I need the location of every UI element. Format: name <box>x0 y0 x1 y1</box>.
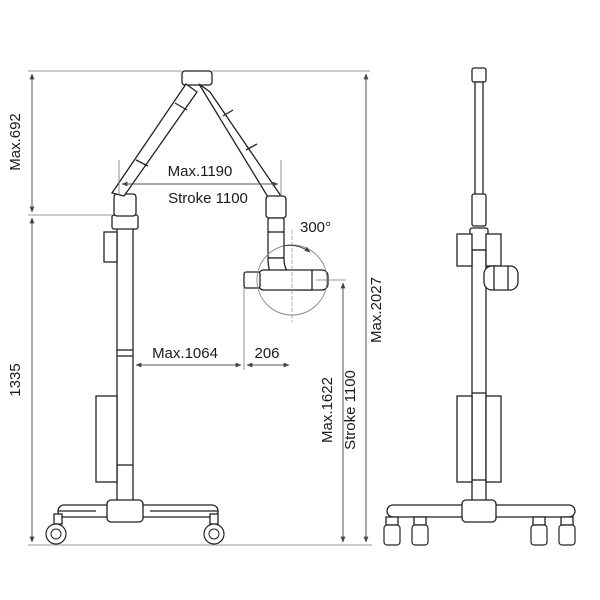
label-max-1190: Max.1190 <box>168 163 233 180</box>
side-caster-1 <box>383 524 401 546</box>
column-collar <box>111 214 139 230</box>
caster-right-wheel <box>203 523 225 545</box>
side-top-cap <box>471 67 487 83</box>
top-hinge <box>181 70 213 86</box>
side-panel-lower-right <box>485 395 502 483</box>
side-panel-upper-left <box>456 233 473 267</box>
caster-right-fork <box>209 513 219 525</box>
side-base-hub <box>461 499 497 523</box>
side-caster-2-top <box>413 516 427 526</box>
label-max-1064: Max.1064 <box>152 345 218 362</box>
left-arm <box>110 83 198 197</box>
base-hub <box>106 499 144 523</box>
side-collar <box>469 227 489 251</box>
collimator <box>243 271 261 289</box>
side-view <box>383 67 576 546</box>
side-caster-3-top <box>532 516 546 526</box>
label-rotation: 300° <box>300 219 331 236</box>
side-caster-4 <box>558 524 576 546</box>
label-max-2027: Max.2027 <box>368 277 385 343</box>
side-joint <box>471 193 487 227</box>
label-max-692: Max.692 <box>7 113 24 171</box>
label-206: 206 <box>254 345 279 362</box>
side-caster-1-top <box>385 516 399 526</box>
lower-panel <box>95 395 118 483</box>
front-view <box>45 70 329 545</box>
label-1335: 1335 <box>7 363 24 396</box>
dimensions: Max.692 1335 Max.1190 Stroke 1100 300° M… <box>7 70 385 546</box>
side-upper-arm <box>474 81 484 196</box>
side-panel-lower-left <box>456 395 473 483</box>
side-panel-upper-right <box>485 233 502 267</box>
caster-left-wheel <box>45 523 67 545</box>
arm-joint-right <box>265 195 287 219</box>
label-stroke-vertical: Stroke 1100 <box>342 370 359 450</box>
side-caster-2 <box>411 524 429 546</box>
upper-panel <box>103 231 118 263</box>
side-caster-3 <box>530 524 548 546</box>
caster-left-fork <box>53 513 63 525</box>
label-stroke-arm: Stroke 1100 <box>168 190 248 207</box>
arm-joint-left <box>113 193 137 217</box>
side-tube-head <box>483 265 519 291</box>
side-caster-4-top <box>560 516 574 526</box>
side-column <box>471 249 487 506</box>
column <box>116 224 134 506</box>
label-max-1622: Max.1622 <box>319 377 336 443</box>
